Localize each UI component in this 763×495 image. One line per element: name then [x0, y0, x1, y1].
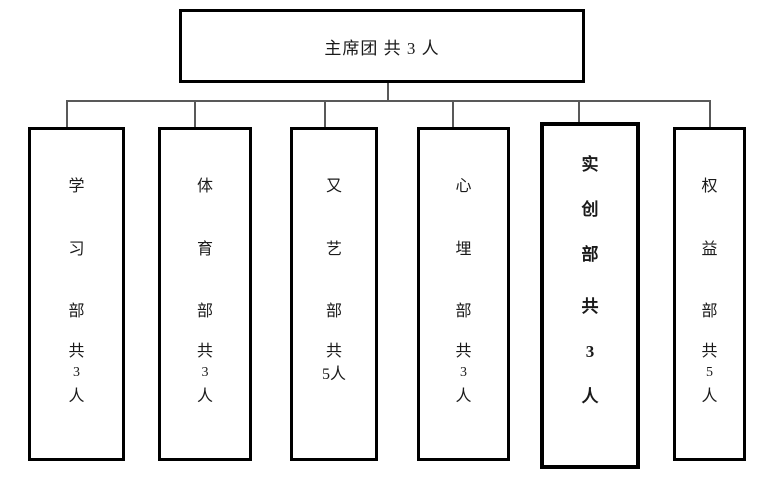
dept-line: 体 [196, 178, 213, 195]
root-node-label: 主席团 共 3 人 [324, 38, 440, 58]
dept-line: 共 [68, 343, 85, 360]
dept-count: 3 [460, 365, 467, 380]
dept-count: 3 [201, 365, 209, 380]
dept-line: 部 [581, 245, 599, 264]
dept-node-psychology: 心 埋 部 共 3 人 [417, 127, 510, 461]
dept-line: 又 [325, 178, 342, 195]
connector-drop-5 [578, 100, 580, 128]
connector-drop-4 [452, 100, 454, 128]
dept-line: 人 [581, 387, 599, 406]
connector-drop-6 [709, 100, 711, 128]
dept-node-study: 学 习 部 共 3 人 [28, 127, 125, 461]
dept-line: 人 [455, 388, 472, 405]
dept-line: 习 [68, 241, 85, 258]
dept-line: 部 [701, 303, 718, 320]
dept-count: 5 [706, 365, 713, 380]
dept-line: 部 [455, 303, 472, 320]
dept-count: 5人 [321, 366, 346, 383]
dept-node-sports: 体 育 部 共 3 人 [158, 127, 252, 461]
dept-count: 3 [73, 365, 80, 380]
dept-node-innovation: 实 创 部 共 3 人 [540, 122, 640, 469]
dept-line: 人 [701, 388, 718, 405]
dept-line: 共 [325, 343, 342, 360]
dept-line: 权 [701, 178, 718, 195]
dept-line: 心 [455, 178, 472, 195]
dept-line: 艺 [325, 241, 342, 258]
dept-line: 学 [68, 178, 85, 195]
connector-drop-3 [324, 100, 326, 128]
dept-line: 共 [455, 343, 472, 360]
dept-node-arts: 又 艺 部 共 5人 [290, 127, 378, 461]
connector-drop-2 [194, 100, 196, 128]
dept-line: 共 [701, 343, 718, 360]
root-node: 主席团 共 3 人 [179, 9, 585, 83]
dept-line: 实 [581, 155, 599, 174]
connector-stem [387, 83, 389, 102]
dept-line: 共 [196, 343, 213, 360]
dept-line: 部 [196, 303, 213, 320]
dept-line: 部 [68, 303, 85, 320]
connector-drop-1 [66, 100, 68, 128]
dept-line: 人 [68, 388, 85, 405]
dept-line: 育 [196, 241, 213, 258]
dept-line: 部 [325, 303, 342, 320]
dept-line: 埋 [455, 241, 472, 258]
dept-count: 3 [585, 342, 595, 361]
connector-hbar [66, 100, 711, 102]
dept-node-rights: 权 益 部 共 5 人 [673, 127, 746, 461]
dept-line: 人 [196, 388, 213, 405]
dept-line: 共 [581, 297, 599, 316]
dept-line: 创 [581, 200, 599, 219]
dept-line: 益 [701, 241, 718, 258]
